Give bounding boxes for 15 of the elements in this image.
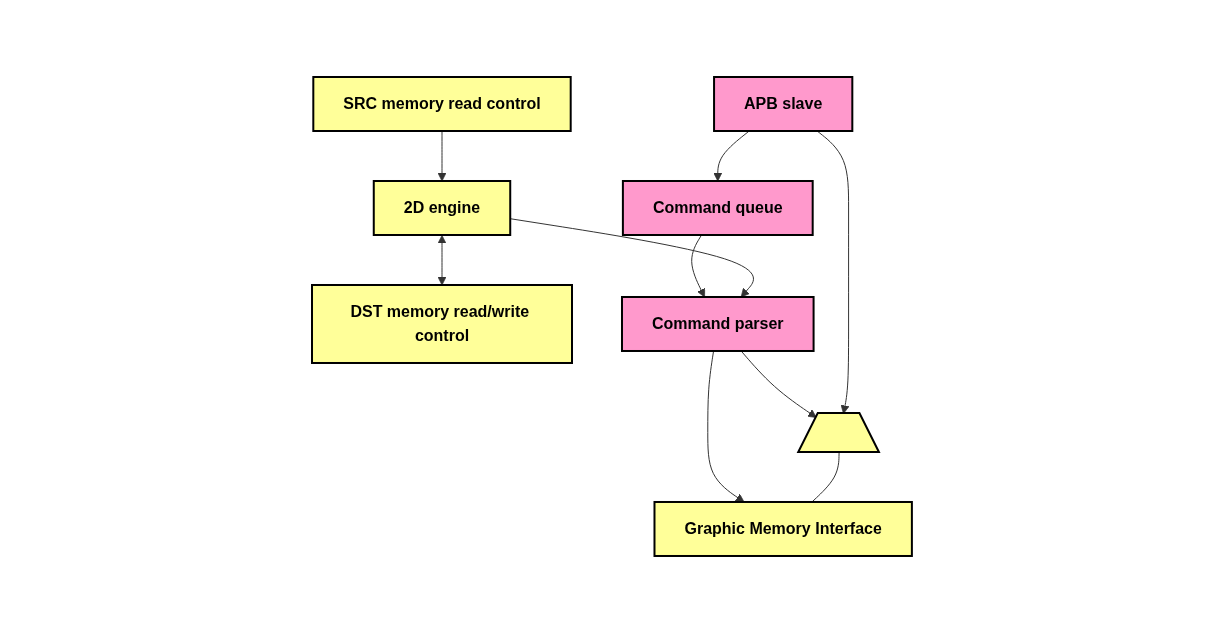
arrow <box>740 350 817 418</box>
node-box: SRC memory read control <box>312 76 572 132</box>
arrow <box>713 130 750 182</box>
arrow <box>437 130 447 182</box>
arrow <box>691 234 706 298</box>
node-box: Command parser <box>621 296 815 352</box>
arrow <box>437 235 447 286</box>
node-box: DST memory read/write control <box>311 284 574 364</box>
node-box: Command queue <box>621 180 814 236</box>
node-trapezoid <box>796 412 881 453</box>
connector <box>811 452 840 503</box>
arrow <box>707 350 745 503</box>
node-box: 2D engine <box>372 180 512 236</box>
node-box: Graphic Memory Interface <box>653 501 913 557</box>
node-box: APB slave <box>713 76 854 132</box>
